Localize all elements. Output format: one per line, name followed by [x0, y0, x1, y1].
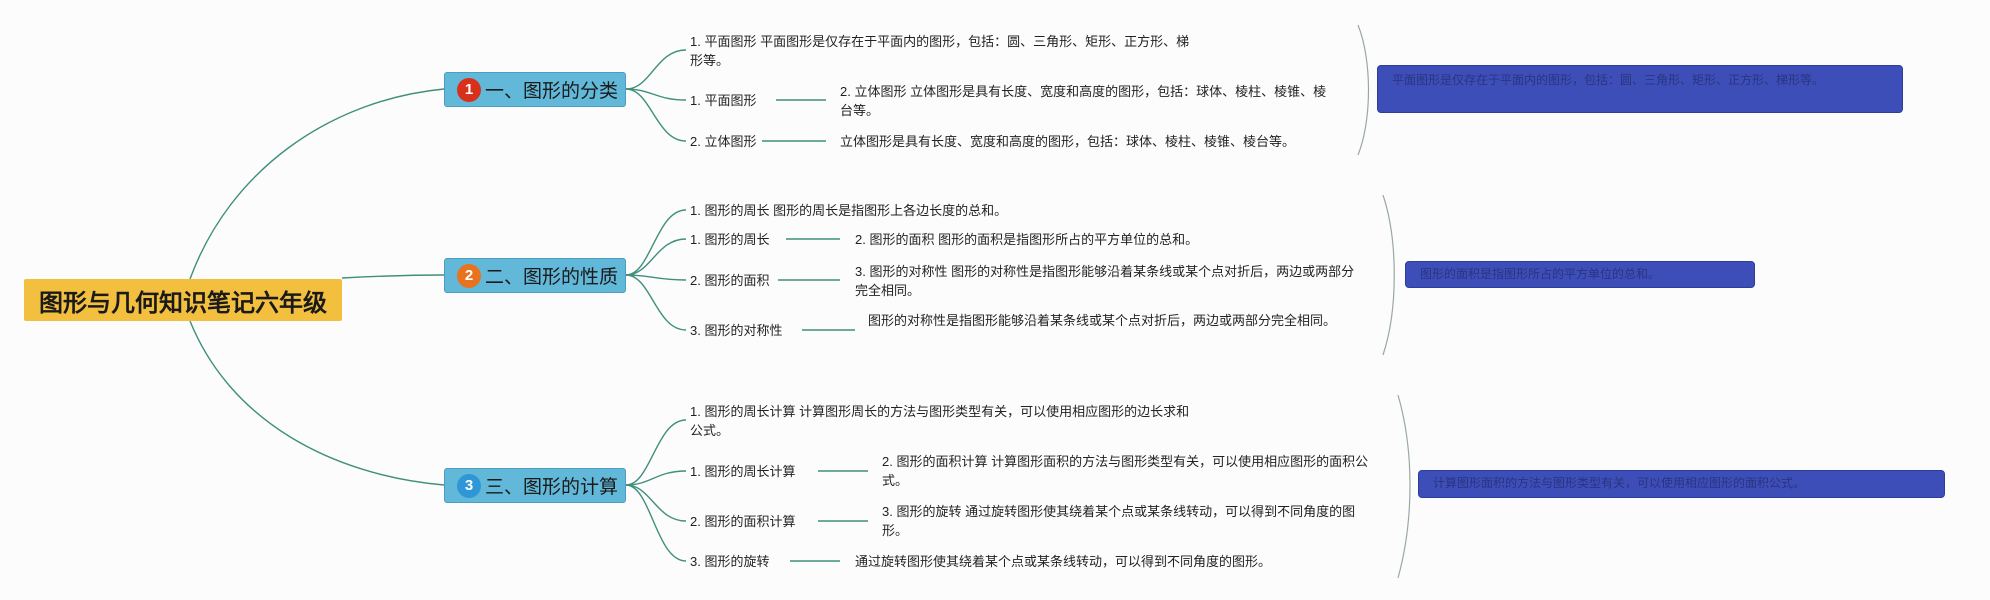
branch-label: 一、图形的分类 [485, 81, 619, 102]
leaf-area-calc[interactable]: 2. 图形的面积计算 [690, 514, 796, 529]
branch-classification[interactable]: 1 一、图形的分类 [444, 72, 626, 107]
summary-bracket [1382, 194, 1395, 356]
branch-link [625, 88, 687, 142]
leaf-symmetry-desc[interactable]: 3. 图形的对称性 图形的对称性是指图形能够沿着某条线或某个点对折后，两边或两部… [855, 264, 1355, 298]
branch-link [625, 274, 687, 281]
branch-link [625, 470, 687, 486]
root-link [341, 274, 445, 279]
summary-properties[interactable]: 图形的面积是指图形所占的平方单位的总和。 [1405, 261, 1755, 288]
summary-classification[interactable]: 平面图形是仅存在于平面内的图形，包括：圆、三角形、矩形、正方形、梯形等。 [1377, 65, 1903, 113]
leaf-perimeter[interactable]: 1. 图形的周长 [690, 232, 770, 247]
leaf-solid-shape[interactable]: 2. 立体图形 [690, 134, 757, 149]
leaf-area-desc[interactable]: 2. 图形的面积 图形的面积是指图形所占的平方单位的总和。 [855, 232, 1199, 247]
leaf-symmetry[interactable]: 3. 图形的对称性 [690, 323, 783, 338]
number-badge-icon: 2 [457, 263, 481, 288]
number-badge-icon: 1 [457, 77, 481, 102]
branch-calculation[interactable]: 3 三、图形的计算 [444, 468, 626, 503]
leaf-perimeter-calc[interactable]: 1. 图形的周长计算 [690, 464, 796, 479]
leaf-solid-shape-detail[interactable]: 立体图形是具有长度、宽度和高度的图形，包括：球体、棱柱、棱锥、棱台等。 [840, 134, 1296, 149]
branch-link [625, 274, 687, 331]
branch-link [625, 484, 687, 522]
summary-calculation[interactable]: 计算图形面积的方法与图形类型有关，可以使用相应图形的面积公式。 [1418, 470, 1945, 498]
root-topic[interactable]: 图形与几何知识笔记六年级 [24, 279, 342, 321]
number-badge-icon: 3 [457, 473, 481, 498]
branch-link [625, 419, 687, 486]
leaf-plane-shape-desc[interactable]: 1. 平面图形 平面图形是仅存在于平面内的图形，包括：圆、三角形、矩形、正方形、… [690, 34, 1190, 68]
branch-link [625, 484, 687, 562]
leaf-solid-shape-desc[interactable]: 2. 立体图形 立体图形是具有长度、宽度和高度的图形，包括：球体、棱柱、棱锥、棱… [840, 84, 1327, 118]
leaf-area-calc-desc[interactable]: 2. 图形的面积计算 计算图形面积的方法与图形类型有关，可以使用相应图形的面积公… [882, 454, 1369, 488]
branch-label: 三、图形的计算 [485, 477, 619, 498]
leaf-area[interactable]: 2. 图形的面积 [690, 273, 770, 288]
leaf-symmetry-detail[interactable]: 图形的对称性是指图形能够沿着某条线或某个点对折后，两边或两部分完全相同。 [868, 313, 1337, 328]
leaf-rotation[interactable]: 3. 图形的旋转 [690, 554, 770, 569]
root-link [189, 88, 445, 280]
leaf-rotation-detail[interactable]: 通过旋转图形使其绕着某个点或某条线转动，可以得到不同角度的图形。 [855, 554, 1272, 569]
summary-bracket [1357, 24, 1370, 156]
leaf-perimeter-calc-desc[interactable]: 1. 图形的周长计算 计算图形周长的方法与图形类型有关，可以使用相应图形的边长求… [690, 404, 1190, 438]
root-link [189, 320, 445, 486]
leaf-plane-shape[interactable]: 1. 平面图形 [690, 93, 757, 108]
leaf-perimeter-desc[interactable]: 1. 图形的周长 图形的周长是指图形上各边长度的总和。 [690, 203, 1008, 218]
branch-link [625, 209, 687, 276]
summary-bracket [1397, 394, 1411, 579]
branch-link [625, 49, 687, 90]
branch-label: 二、图形的性质 [485, 267, 619, 288]
branch-properties[interactable]: 2 二、图形的性质 [444, 258, 626, 293]
branch-link [625, 88, 687, 101]
leaf-rotation-desc[interactable]: 3. 图形的旋转 通过旋转图形使其绕着某个点或某条线转动，可以得到不同角度的图形… [882, 504, 1356, 538]
branch-link [625, 238, 687, 276]
